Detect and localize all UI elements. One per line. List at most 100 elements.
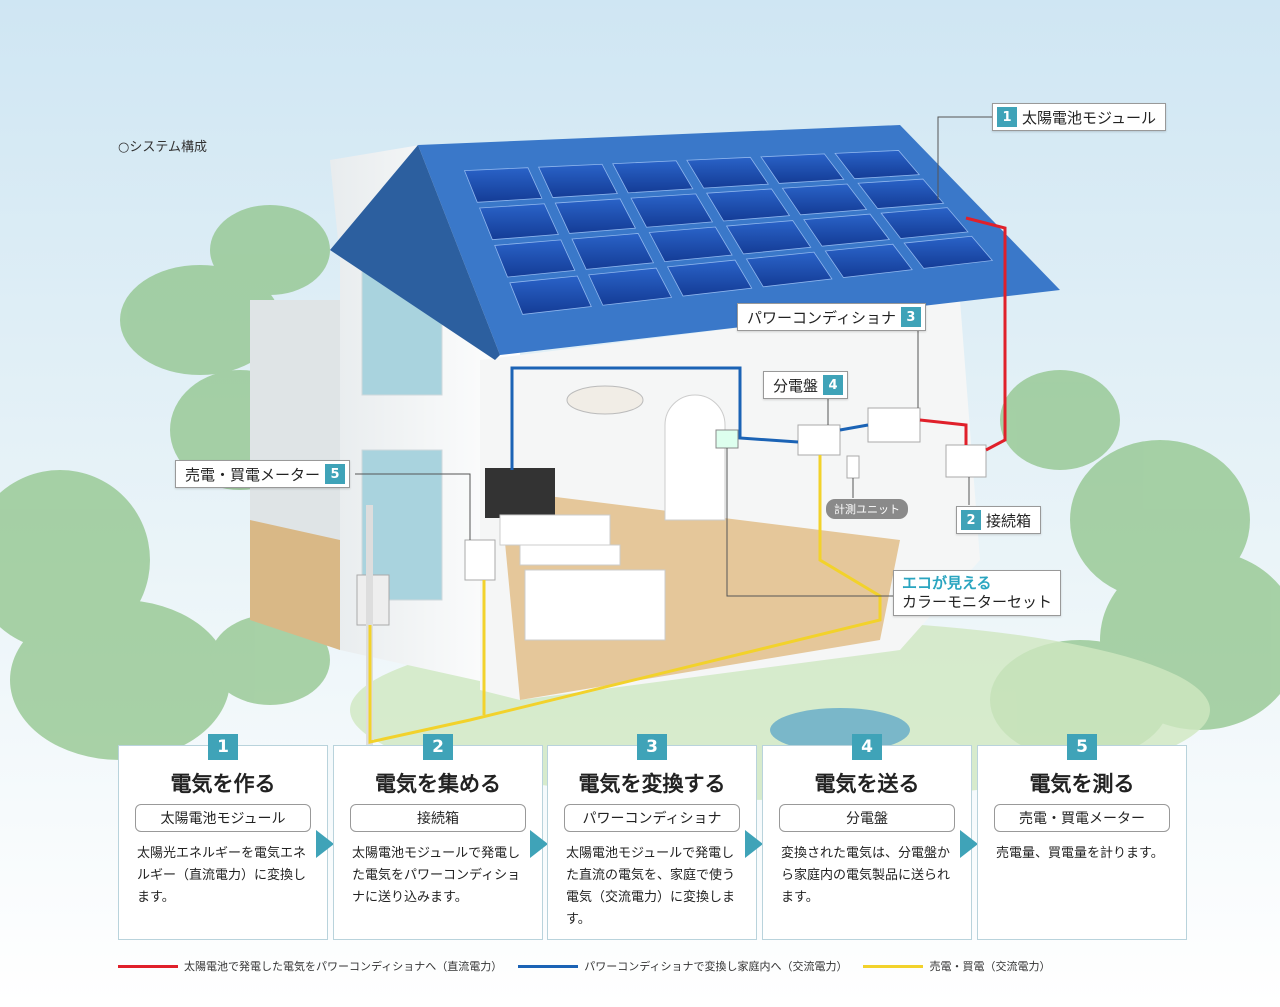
- wiring: [368, 216, 1007, 744]
- solar-panel: [494, 239, 576, 278]
- callout-number: 1: [997, 107, 1017, 127]
- solar-panel: [571, 233, 655, 270]
- step-arrow: [530, 830, 548, 858]
- callout-label: 売電・買電メーター: [185, 465, 321, 484]
- step-arrow: [745, 830, 763, 858]
- step-title: 電気を集める: [375, 772, 501, 796]
- step-number: 5: [1067, 734, 1097, 760]
- solar-panel: [554, 198, 637, 234]
- solar-panel: [725, 220, 812, 255]
- callout-meter: 売電・買電メーター 5: [175, 460, 351, 488]
- callout-number: 2: [961, 510, 981, 530]
- solar-panel: [588, 267, 673, 306]
- solar-panel: [686, 156, 769, 189]
- legend-item-grid: 売電・買電（交流電力）: [863, 958, 1050, 974]
- solar-panel: [803, 213, 891, 247]
- solar-panel: [463, 167, 543, 203]
- step-description: 変換された電気は、分電盤から家庭内の電気製品に送られます。: [781, 846, 951, 905]
- solar-panel: [824, 243, 913, 279]
- solar-panel: [479, 203, 559, 241]
- step-device: 分電盤: [779, 804, 955, 832]
- solar-panel: [630, 193, 714, 228]
- legend-item-ac: パワーコンディショナで変換し家庭内へ（交流電力）: [518, 958, 847, 974]
- legend-line-red: [118, 964, 178, 968]
- step-description: 太陽光エネルギーを電気エネルギー（直流電力）に変換します。: [137, 846, 307, 905]
- legend-line-blue: [518, 964, 579, 968]
- step-description: 売電量、買電量を計ります。: [996, 846, 1164, 861]
- callout-solar-module: 1 太陽電池モジュール: [992, 103, 1166, 131]
- solar-panel: [648, 226, 733, 263]
- solar-panel: [781, 183, 868, 216]
- tv-stand: [499, 514, 611, 546]
- solar-panel: [903, 235, 994, 269]
- step-description: 太陽電池モジュールで発電した直流の電気を、家庭で使う電気（交流電力）に変換します…: [566, 846, 736, 927]
- step-card-1: 1 電気を作る 太陽電池モジュール 太陽光エネルギーを電気エネルギー（直流電力）…: [118, 734, 328, 940]
- eco-monitor-callout: エコが見える カラーモニターセット: [893, 570, 1062, 616]
- legend-label: 太陽電池で発電した電気をパワーコンディショナへ（直流電力）: [184, 960, 503, 973]
- callout-number: 3: [900, 307, 921, 327]
- yellow-wire-grid: [368, 455, 882, 744]
- callout-junction-box: 2 接続箱: [956, 506, 1042, 534]
- system-configuration-label: ○システム構成: [118, 140, 207, 155]
- coffee-table: [519, 544, 621, 566]
- junction-box-device: [945, 444, 987, 478]
- step-description: 太陽電池モジュールで発電した電気をパワーコンディショナに送り込みます。: [352, 846, 521, 905]
- blue-wire-ac: [510, 366, 799, 470]
- measuring-unit-device: [846, 455, 860, 479]
- step-device: 売電・買電メーター: [994, 804, 1170, 832]
- monitor-device: [715, 429, 739, 449]
- solar-panel: [760, 153, 845, 184]
- solar-panel: [509, 275, 592, 315]
- sofa: [524, 569, 666, 641]
- solar-panel: [666, 259, 753, 297]
- eco-monitor-line1: エコが見える: [902, 574, 992, 592]
- step-card-5: 5 電気を測る 売電・買電メーター 売電量、買電量を計ります。: [977, 734, 1187, 940]
- step-card-4: 4 電気を送る 分電盤 変換された電気は、分電盤から家庭内の電気製品に送られます…: [762, 734, 972, 940]
- red-wire-dc-2: [919, 418, 968, 445]
- step-number: 4: [852, 734, 882, 760]
- meter-device: [464, 539, 496, 581]
- step-arrow: [960, 830, 978, 858]
- solar-panel: [537, 163, 618, 198]
- solar-panel: [880, 207, 969, 239]
- measuring-unit-label: 計測ユニット: [826, 499, 908, 519]
- television: [485, 468, 555, 518]
- blue-wire-ac-2: [839, 423, 869, 432]
- deck: [250, 520, 340, 650]
- step-number: 1: [208, 734, 238, 760]
- legend-line-yellow: [863, 964, 924, 968]
- arched-door: [664, 394, 726, 521]
- solar-panel: [745, 251, 833, 288]
- callout-distribution-board: 分電盤 4: [763, 371, 849, 399]
- solar-panel: [706, 188, 791, 222]
- solar-panel-array: [463, 150, 994, 315]
- leader-lines: [355, 116, 992, 597]
- solar-panel: [612, 160, 694, 194]
- step-title: 電気を送る: [814, 772, 920, 796]
- callout-power-conditioner: パワーコンディショナ 3: [737, 303, 926, 331]
- power-conditioner-device: [867, 407, 921, 443]
- solar-panel: [834, 150, 921, 180]
- eco-monitor-line2: カラーモニターセット: [902, 593, 1053, 611]
- step-title: 電気を測る: [1029, 772, 1135, 796]
- distribution-board-device: [797, 424, 841, 456]
- roof-edge: [330, 145, 500, 360]
- legend-label: パワーコンディショナで変換し家庭内へ（交流電力）: [584, 960, 848, 973]
- step-title: 電気を作る: [170, 772, 276, 796]
- callout-label: 太陽電池モジュール: [1022, 108, 1156, 127]
- step-number: 3: [637, 734, 667, 760]
- step-device: パワーコンディショナ: [564, 804, 740, 832]
- red-wire-dc: [965, 216, 1007, 452]
- callout-label: 分電盤: [773, 376, 819, 395]
- callout-number: 4: [823, 375, 844, 395]
- callout-label: パワーコンディショナ: [747, 308, 896, 327]
- callout-label: 接続箱: [986, 511, 1032, 530]
- step-card-3: 3 電気を変換する パワーコンディショナ 太陽電池モジュールで発電した直流の電気…: [547, 734, 757, 940]
- callout-number: 5: [325, 464, 346, 484]
- step-number: 2: [423, 734, 453, 760]
- solar-panel: [857, 178, 945, 209]
- legend-label: 売電・買電（交流電力）: [929, 960, 1051, 973]
- step-device: 太陽電池モジュール: [135, 804, 311, 832]
- legend-item-dc: 太陽電池で発電した電気をパワーコンディショナへ（直流電力）: [118, 958, 502, 974]
- step-device: 接続箱: [350, 804, 526, 832]
